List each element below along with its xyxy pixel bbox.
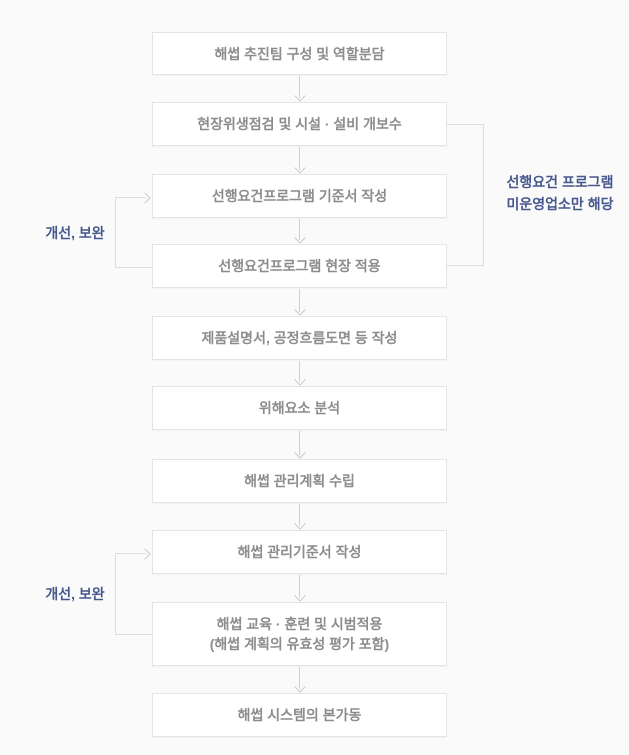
improve-supplement-label-2: 개선, 보완 bbox=[45, 586, 105, 602]
flow-step-label: 제품설명서, 공정흐름도면 등 작성 bbox=[201, 330, 398, 346]
down-arrow-icon bbox=[293, 219, 306, 244]
right-bracket-line bbox=[483, 124, 484, 266]
down-arrow-icon bbox=[293, 431, 306, 459]
right-arrow-icon bbox=[139, 548, 151, 560]
down-arrow-icon bbox=[293, 147, 306, 174]
right-bracket-line bbox=[447, 124, 483, 125]
flow-step-prp-apply: 선행요건프로그램 현장 적용 bbox=[152, 244, 447, 288]
feedback-loop-2-line bbox=[115, 634, 152, 635]
flow-step-product-description: 제품설명서, 공정흐름도면 등 작성 bbox=[152, 316, 447, 360]
prp-note-line-2: 미운영업소만 해당 bbox=[506, 196, 614, 212]
flow-step-label: 해썹 시스템의 본가동 bbox=[237, 707, 362, 723]
flow-step-hazard-analysis: 위해요소 분석 bbox=[152, 386, 447, 430]
flow-step-label: 해썹 교육 · 훈련 및 시범적용 bbox=[216, 616, 383, 632]
feedback-loop-2-line bbox=[115, 553, 116, 634]
down-arrow-icon bbox=[293, 667, 306, 693]
flow-step-team-setup: 해썹 추진팀 구성 및 역할분담 bbox=[152, 32, 447, 75]
flow-step-label: 선행요건프로그램 현장 적용 bbox=[218, 258, 381, 274]
feedback-loop-1-line bbox=[115, 197, 116, 268]
right-bracket-line bbox=[447, 265, 483, 266]
right-arrow-icon bbox=[139, 192, 151, 204]
feedback-loop-2-line bbox=[115, 553, 146, 554]
flow-step-label: 현장위생점검 및 시설 · 설비 개보수 bbox=[197, 116, 402, 132]
flow-step-prp-standard: 선행요건프로그램 기준서 작성 bbox=[152, 174, 447, 218]
feedback-loop-1-line bbox=[115, 267, 152, 268]
flow-step-label: 해썹 관리계획 수립 bbox=[244, 473, 355, 489]
down-arrow-icon bbox=[293, 575, 306, 602]
flow-step-site-inspection: 현장위생점검 및 시설 · 설비 개보수 bbox=[152, 102, 447, 146]
flow-step-sublabel: (해썹 계획의 유효성 평가 포함) bbox=[209, 636, 390, 652]
flow-step-training-trial: 해썹 교육 · 훈련 및 시범적용 (해썹 계획의 유효성 평가 포함) bbox=[152, 602, 447, 666]
flow-step-haccp-plan: 해썹 관리계획 수립 bbox=[152, 459, 447, 503]
down-arrow-icon bbox=[293, 361, 306, 386]
prp-note-line-1: 선행요건 프로그램 bbox=[506, 174, 614, 190]
down-arrow-icon bbox=[293, 504, 306, 530]
flow-step-full-operation: 해썹 시스템의 본가동 bbox=[152, 693, 447, 737]
prp-note-label: 선행요건 프로그램 미운영업소만 해당 bbox=[494, 171, 626, 215]
improve-supplement-label-1: 개선, 보완 bbox=[45, 225, 105, 241]
down-arrow-icon bbox=[293, 76, 306, 102]
flow-step-label: 선행요건프로그램 기준서 작성 bbox=[211, 188, 388, 204]
flow-step-label: 해썹 추진팀 구성 및 역할분담 bbox=[214, 45, 385, 62]
down-arrow-icon bbox=[293, 289, 306, 316]
flow-step-label: 위해요소 분석 bbox=[258, 400, 341, 416]
feedback-loop-1-line bbox=[115, 197, 146, 198]
flow-step-haccp-standard: 해썹 관리기준서 작성 bbox=[152, 530, 447, 574]
flow-step-label: 해썹 관리기준서 작성 bbox=[237, 544, 362, 560]
